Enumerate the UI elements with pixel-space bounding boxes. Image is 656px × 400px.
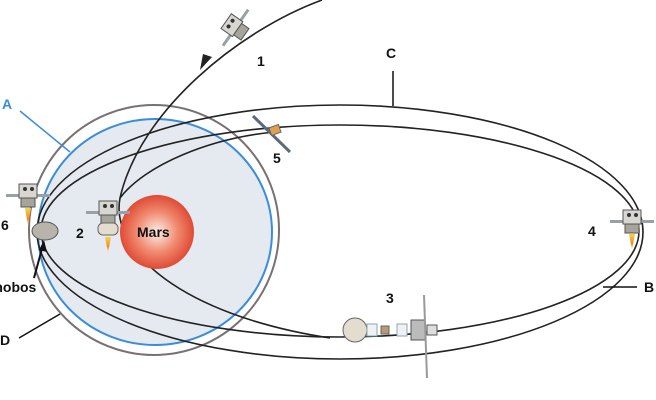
label-a-leader xyxy=(19,110,71,153)
stage-4-label: 4 xyxy=(588,223,596,239)
mars-planet xyxy=(120,195,194,269)
label-a: A xyxy=(2,96,12,112)
mars-label: Mars xyxy=(137,224,170,240)
label-b: B xyxy=(644,279,654,295)
transfer-trajectory xyxy=(119,131,276,199)
spacecraft-3 xyxy=(342,294,438,379)
stage-2-label: 2 xyxy=(76,225,84,241)
trajectory-arrow-icon xyxy=(200,54,212,70)
label-d-leader xyxy=(18,313,61,339)
phobos-arrow-icon xyxy=(39,240,47,252)
stage-3-label: 3 xyxy=(386,290,394,306)
orbit-d-circle xyxy=(28,104,280,356)
phobos-label: Phobos xyxy=(0,279,37,295)
spacecraft-1 xyxy=(213,2,259,53)
stage-1-label: 1 xyxy=(257,53,265,69)
stage-5-label: 5 xyxy=(273,150,281,166)
phobos-moon xyxy=(31,221,59,241)
stage-6-label: 6 xyxy=(1,217,9,233)
spacecraft-4 xyxy=(609,209,655,250)
spacecraft-2 xyxy=(85,200,131,253)
spacecraft-5 xyxy=(251,114,292,154)
spacecraft-6 xyxy=(5,183,51,226)
label-d: D xyxy=(0,332,10,348)
label-c: C xyxy=(386,45,396,61)
